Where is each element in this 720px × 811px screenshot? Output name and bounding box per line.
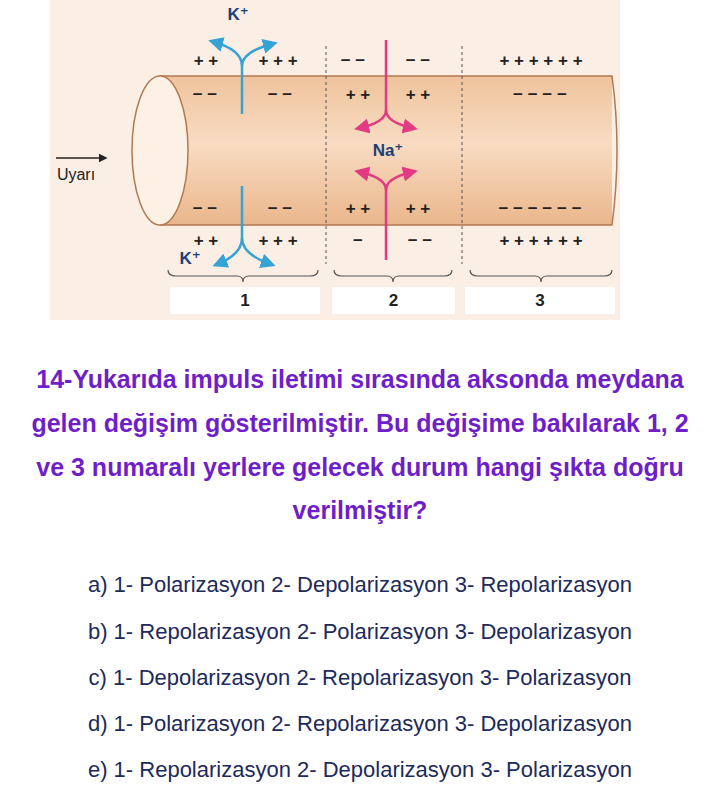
callout-number: 1: [240, 291, 249, 311]
charge-signs: − −: [406, 52, 431, 71]
charge-signs: − −: [193, 200, 218, 219]
charge-signs: + + +: [258, 232, 297, 251]
charge-signs: + +: [406, 200, 431, 219]
answer-option: a) 1- Polarizasyon 2- Depolarizasyon 3- …: [10, 573, 710, 597]
charge-signs: + + + + + +: [499, 232, 582, 251]
region-divider: [326, 46, 327, 264]
axon-end: [132, 76, 188, 225]
callout-number: 3: [535, 291, 544, 311]
charge-signs: − −: [268, 200, 293, 219]
sodium-arrows: [360, 40, 412, 260]
charge-signs: − −: [408, 232, 433, 251]
charge-signs: − − − −: [513, 86, 567, 105]
charge-signs: − −: [341, 52, 366, 71]
answer-option: e) 1- Repolarizasyon 2- Depolarizasyon 3…: [10, 758, 710, 782]
answer-option: c) 1- Depolarizasyon 2- Repolarizasyon 3…: [10, 666, 710, 690]
callout-number: 2: [389, 291, 398, 311]
ion-label: K⁺: [227, 6, 248, 25]
charge-signs: + +: [194, 52, 219, 71]
charge-signs: + +: [194, 232, 219, 251]
charge-signs: + +: [346, 200, 371, 219]
stimulus-label: Uyarı: [57, 166, 95, 184]
charge-signs: + +: [346, 86, 371, 105]
axon-outline: [160, 76, 617, 225]
answer-option: d) 1- Polarizasyon 2- Repolarizasyon 3- …: [10, 712, 710, 736]
region-number-box: 2: [332, 287, 455, 314]
charge-signs: − −: [268, 86, 293, 105]
charge-signs: + + +: [258, 52, 297, 71]
charge-signs: − − − − − −: [498, 200, 581, 219]
charge-signs: − −: [193, 86, 218, 105]
region-divider: [462, 46, 463, 264]
region-number-box: 3: [465, 287, 615, 314]
answer-option: b) 1- Repolarizasyon 2- Polarizasyon 3- …: [10, 620, 710, 644]
stimulus-arrow: [56, 157, 104, 159]
region-brace: [168, 270, 612, 282]
question-text: 14-Yukarıda impuls iletimi sırasında aks…: [25, 358, 695, 533]
panel-background: [50, 0, 620, 320]
charge-signs: + + + + + +: [499, 52, 582, 71]
region-number-box: 1: [170, 287, 320, 314]
ion-label: K⁺: [179, 250, 200, 269]
charge-signs: −: [353, 232, 363, 251]
potassium-arrows: [214, 42, 272, 264]
charge-signs: + +: [406, 86, 431, 105]
ion-label: Na⁺: [373, 142, 404, 161]
